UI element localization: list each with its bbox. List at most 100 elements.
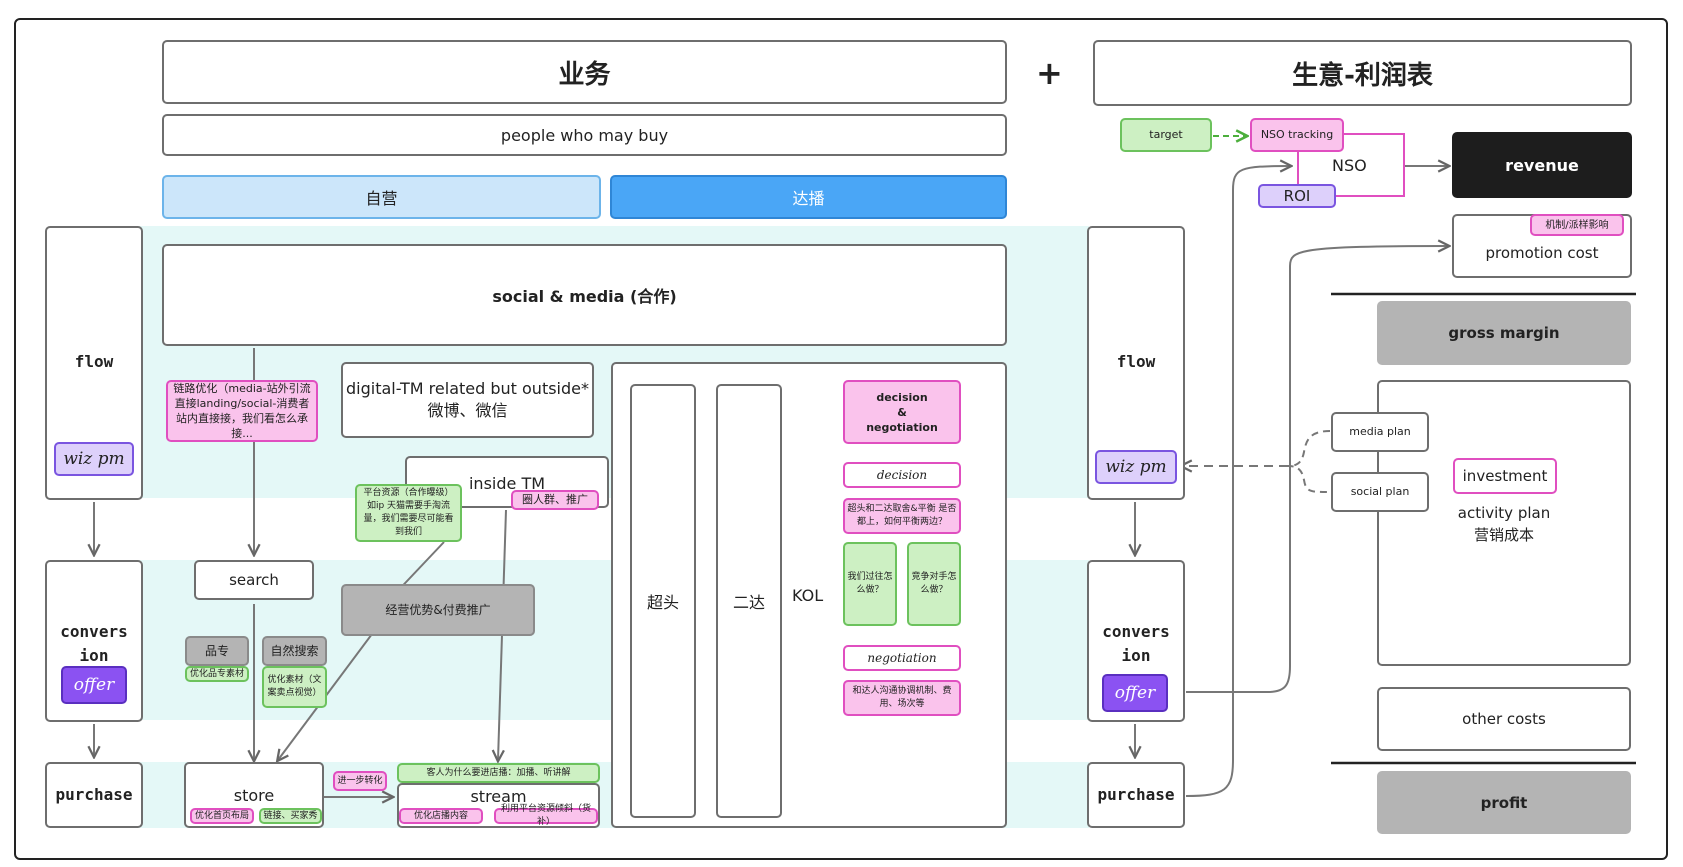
kol-label: KOL [792,586,824,605]
store-tag-links-label: 链接、买家秀 [263,810,318,821]
right-conversion-label: convers ion [1102,622,1170,665]
pinzhuan-box: 品专 [185,636,249,666]
right-offer-label: offer [1114,683,1156,703]
left-offer: offer [61,666,127,704]
competitor-note: 竞争对手怎么做？ [907,542,961,626]
past-practice-note: 我们过往怎么做？ [843,542,897,626]
target-box: target [1120,118,1212,152]
right-offer: offer [1102,674,1168,712]
profit-box: profit [1377,771,1631,834]
left-purchase-stage: purchase [45,762,143,828]
activity-plan-text: activity plan 营销成本 [1377,502,1631,546]
inside-tm-tag: 圈人群、推广 [511,490,599,510]
inside-tm-title: inside TM [468,474,546,493]
right-purchase-stage: purchase [1087,762,1185,828]
past-practice-text: 我们过往怎么做？ [847,572,893,595]
ziran-search-note-label: 优化素材（文案卖点视觉） [267,675,322,698]
operations-advantage-box: 经营优势&付费推广 [341,584,535,636]
left-offer-label: offer [73,675,115,695]
decision-note-text: 超头和二达取舍&平衡 是否都上，如何平衡两边？ [847,504,957,527]
social-media-box: social & media (合作) [162,244,1007,346]
people-who-may-buy: people who may buy [162,114,1007,156]
media-plan-label: media plan [1349,425,1411,438]
decision-negotiation-box: decision & negotiation [843,380,961,444]
mechanism-tag: 机制/派样影响 [1530,214,1624,236]
decision-note: 超头和二达取舍&平衡 是否都上，如何平衡两边？ [843,498,961,534]
digital-tm-line2: 微博、微信 [427,401,508,420]
channel-live: 达播 [610,175,1007,219]
roi-box: ROI [1258,184,1336,208]
promotion-cost-label: promotion cost [1485,244,1599,262]
stream-reason-label: 客人为什么要进店播：加播、听讲解 [426,767,571,778]
plus-sign: + [1036,54,1063,92]
competitor-text: 竞争对手怎么做？ [911,572,957,595]
chaotou-column: 超头 [630,384,696,818]
left-wiz-pm: wiz pm [54,442,134,476]
channel-self-label: 自营 [365,189,398,208]
stream-reason-note: 客人为什么要进店播：加播、听讲解 [397,763,600,783]
link-optimization-text: 链路优化（media-站外引流直接landing/social-消费者站内直接接… [173,382,311,440]
roi-label: ROI [1283,187,1311,205]
marketing-cost-label: 营销成本 [1473,526,1534,544]
decision-label: decision [876,468,928,482]
gross-margin-box: gross margin [1377,301,1631,365]
social-media-title: social & media (合作) [492,287,677,306]
right-wiz-pm-label: wiz pm [1105,457,1167,477]
store-tag-homepage: 优化首页布局 [190,808,254,824]
business-title: 业务 [558,59,611,90]
link-optimization-note: 链路优化（media-站外引流直接landing/social-消费者站内直接接… [166,380,318,442]
other-costs-label: other costs [1462,710,1546,728]
channel-self: 自营 [162,175,601,219]
activity-plan-label: activity plan [1457,504,1551,522]
ziran-search-title: 自然搜索 [270,644,319,658]
other-costs-box: other costs [1377,687,1631,751]
negotiation-note-text: 和达人沟通协调机制、费用、场次等 [852,686,952,709]
decision-negotiation-title: decision & negotiation [866,390,938,434]
right-flow-label: flow [1116,352,1156,371]
decision-label-box: decision [843,462,961,488]
business-header: 业务 [162,40,1007,104]
investment-label: investment [1462,467,1548,485]
nso-tracking-box: NSO tracking [1250,118,1344,152]
right-wiz-pm: wiz pm [1095,450,1177,484]
chaotou-label: 超头 [646,593,679,612]
right-purchase-label: purchase [1097,785,1175,804]
pnl-header: 生意-利润表 [1093,40,1632,106]
social-plan-box: social plan [1331,472,1429,512]
pinzhuan-title: 品专 [204,644,229,658]
stream-tag-platform: 利用平台资源倾斜（货补） [494,804,598,827]
revenue-label: revenue [1505,155,1579,175]
search-box: search [194,560,314,600]
store-title: store [233,786,275,805]
pnl-title: 生意-利润表 [1292,60,1433,91]
erda-column: 二达 [716,384,782,818]
digital-tm-box: digital-TM related but outside* 微博、微信 [341,362,594,438]
platform-resource-text: 平台资源（合作曝级）如ip 天猫需要手淘流量，我们需要尽可能看到我们 [363,488,454,537]
stream-tag-content-label: 优化店播内容 [413,810,468,821]
ziran-search-box: 自然搜索 [262,636,327,666]
people-label: people who may buy [500,125,669,145]
operations-advantage-label: 经营优势&付费推广 [385,603,491,617]
mechanism-label: 机制/派样影响 [1545,219,1609,231]
inside-tm-tag-label: 圈人群、推广 [522,493,588,506]
profit-label: profit [1480,793,1528,812]
left-purchase-label: purchase [55,785,133,804]
ziran-search-note: 优化素材（文案卖点视觉） [262,666,327,708]
investment-box: investment [1453,458,1557,494]
search-label: search [229,571,279,589]
stream-tag-platform-label: 利用平台资源倾斜（货补） [500,804,591,827]
nso-label: NSO [1332,156,1367,175]
store-tag-links: 链接、买家秀 [259,808,322,824]
stream-tag-content: 优化店播内容 [399,808,483,824]
negotiation-note: 和达人沟通协调机制、费用、场次等 [843,680,961,716]
media-plan-box: media plan [1331,412,1429,452]
left-conversion-label: convers ion [60,622,128,665]
pinzhuan-note-label: 优化品专素材 [189,668,244,679]
channel-live-label: 达播 [792,189,825,208]
social-plan-label: social plan [1350,485,1410,498]
stream-title: stream [470,787,527,806]
store-tag-homepage-label: 优化首页布局 [194,810,249,821]
gross-margin-label: gross margin [1448,324,1560,342]
target-label: target [1149,128,1183,141]
further-conversion-label: 进一步转化 [337,775,383,786]
